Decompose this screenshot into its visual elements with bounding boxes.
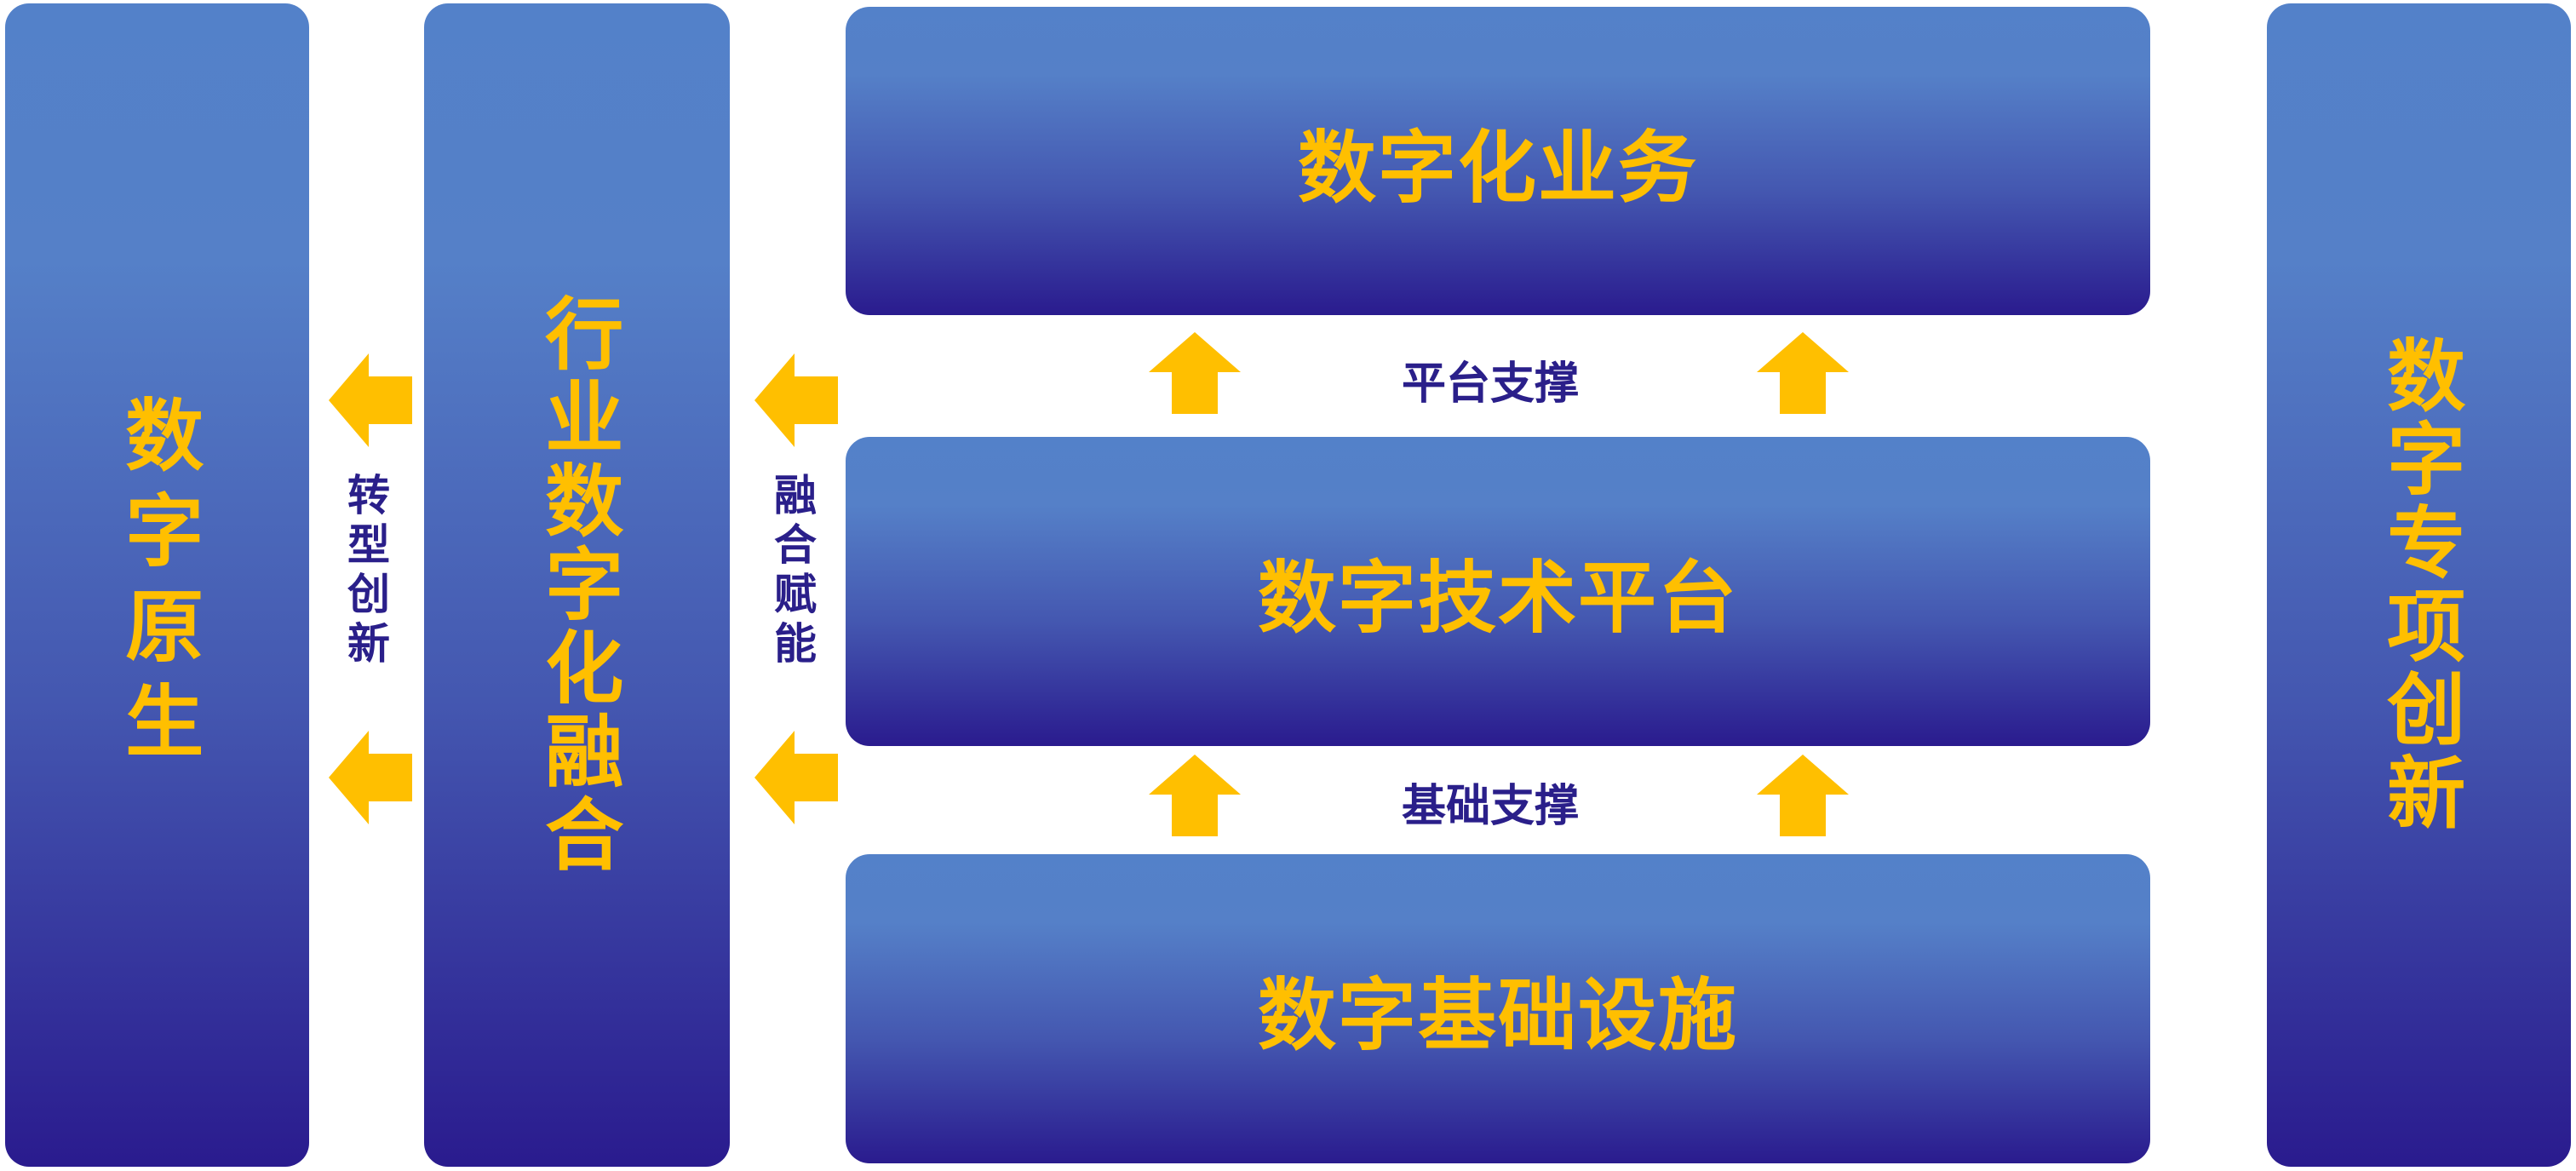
arrow-left-icon xyxy=(329,731,412,824)
layer-digital-business-label: 数字化业务 xyxy=(1297,122,1698,214)
connector-transform-innovation: 转型创新 xyxy=(341,473,390,670)
layer-tech-platform-label: 数字技术平台 xyxy=(1257,553,1738,644)
connector-fusion-empower: 融合赋能 xyxy=(767,473,817,670)
arrow-up-icon xyxy=(1757,755,1849,836)
column-digital-native-label: 数字原生 xyxy=(112,394,204,776)
arrow-up-icon xyxy=(1149,332,1241,414)
layer-infrastructure: 数字基础设施 xyxy=(846,854,2150,1163)
column-special-innovation-label: 数字专项创新 xyxy=(2373,335,2465,835)
layer-digital-business: 数字化业务 xyxy=(846,7,2150,315)
column-industry-fusion: 行业数字化融合 xyxy=(424,3,730,1167)
connector-platform-support: 平台支撑 xyxy=(1402,359,1580,410)
column-digital-native: 数字原生 xyxy=(5,3,309,1167)
layer-infrastructure-label: 数字基础设施 xyxy=(1257,970,1738,1061)
connector-base-support: 基础支撑 xyxy=(1402,781,1580,832)
arrow-left-icon xyxy=(754,731,838,824)
arrow-up-icon xyxy=(1757,332,1849,414)
arrow-left-icon xyxy=(329,353,412,447)
column-special-innovation: 数字专项创新 xyxy=(2267,3,2571,1167)
column-industry-fusion-label: 行业数字化融合 xyxy=(531,293,623,877)
arrow-up-icon xyxy=(1149,755,1241,836)
arrow-left-icon xyxy=(754,353,838,447)
layer-tech-platform: 数字技术平台 xyxy=(846,437,2150,746)
